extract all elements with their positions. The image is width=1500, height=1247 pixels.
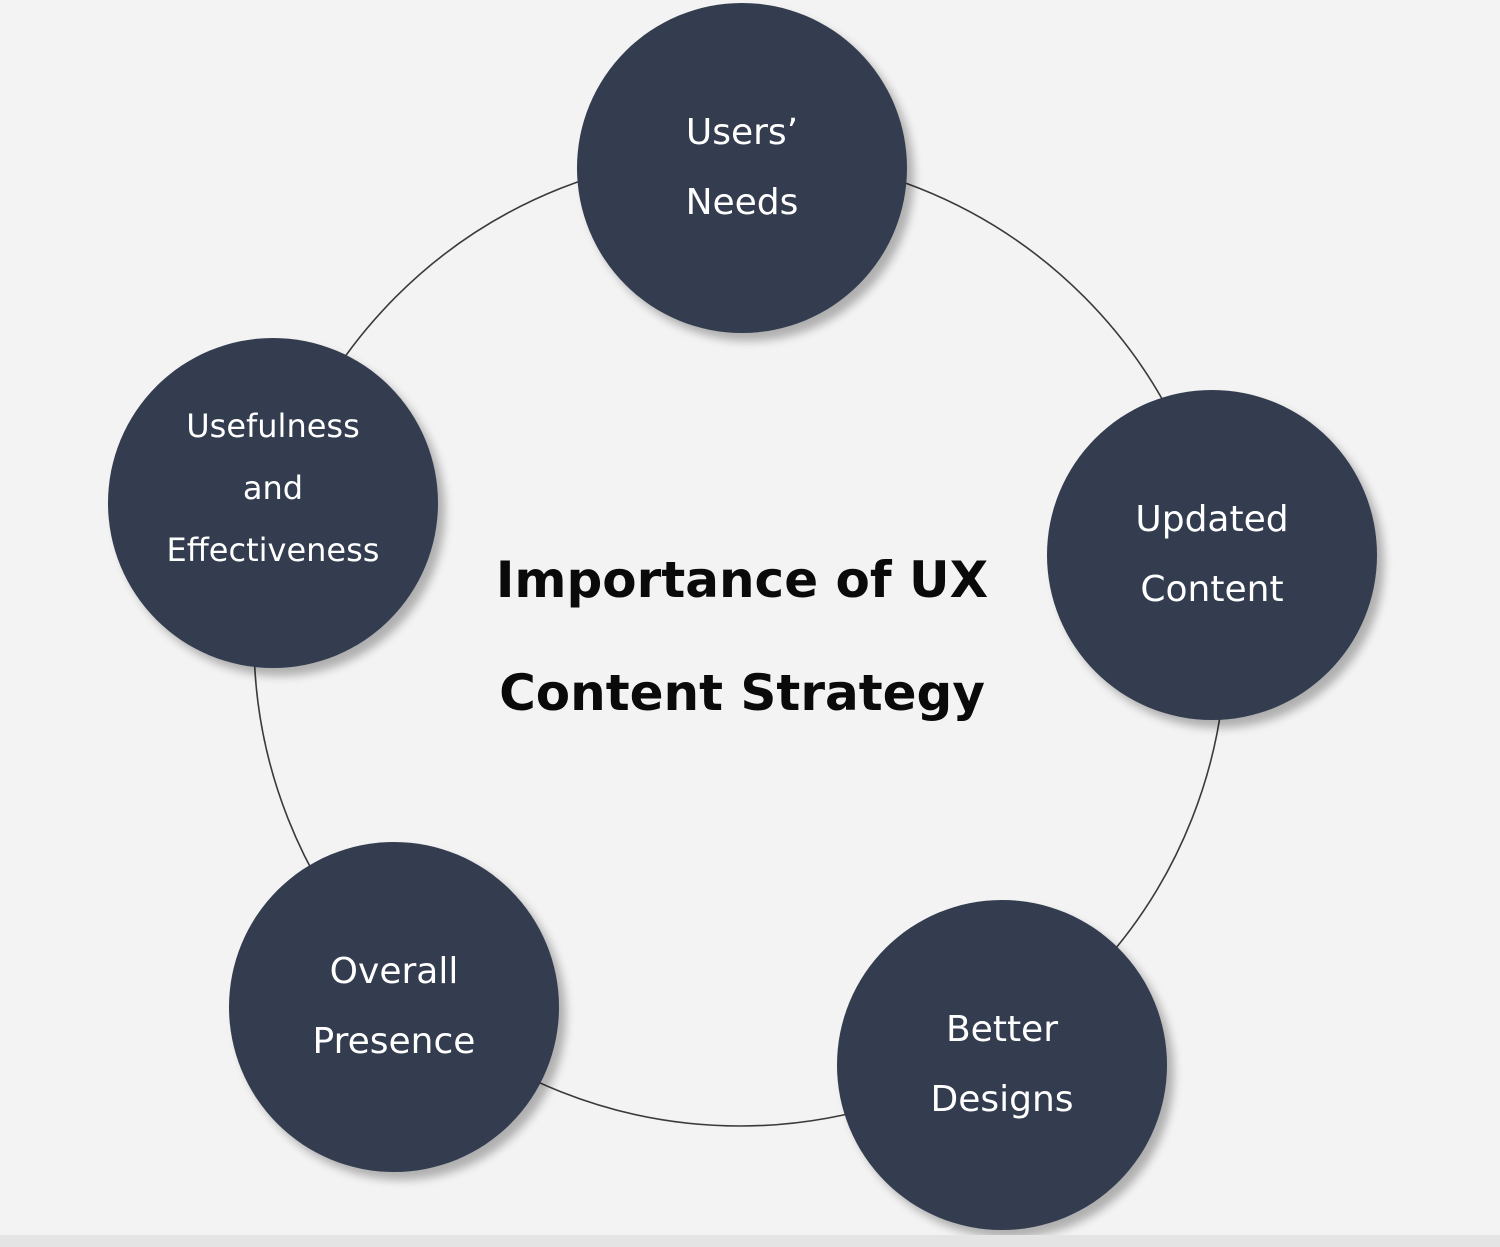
node-users-needs: Users’ Needs bbox=[577, 3, 907, 333]
node-better-designs-label: Better Designs bbox=[930, 1012, 1073, 1118]
node-usefulness-effectiveness-line-1: Usefulness bbox=[186, 407, 360, 445]
node-usefulness-effectiveness-line-3: Effectiveness bbox=[166, 531, 380, 569]
node-usefulness-effectiveness: Usefulness and Effectiveness bbox=[108, 338, 438, 668]
node-better-designs-line-1: Better bbox=[945, 1009, 1059, 1050]
node-updated-content-label: Updated Content bbox=[1135, 502, 1288, 608]
node-overall-presence-label: Overall Presence bbox=[313, 954, 476, 1060]
center-title-line-1: Importance of UX bbox=[495, 551, 989, 609]
node-overall-presence: Overall Presence bbox=[229, 842, 559, 1172]
node-users-needs-line-2: Needs bbox=[685, 182, 799, 223]
node-better-designs: Better Designs bbox=[837, 900, 1167, 1230]
center-title-line-2: Content Strategy bbox=[499, 664, 985, 722]
node-updated-content: Updated Content bbox=[1047, 390, 1377, 720]
node-updated-content-line-1: Updated bbox=[1135, 499, 1289, 540]
node-updated-content-line-2: Content bbox=[1140, 569, 1284, 610]
node-usefulness-effectiveness-label: Usefulness and Effectiveness bbox=[167, 410, 380, 596]
node-overall-presence-line-1: Overall bbox=[329, 951, 459, 992]
center-title: Importance of UX Content Strategy bbox=[462, 555, 1022, 718]
node-users-needs-line-1: Users’ bbox=[685, 112, 799, 153]
node-better-designs-line-2: Designs bbox=[930, 1079, 1074, 1120]
bottom-strip bbox=[0, 1235, 1500, 1247]
node-usefulness-effectiveness-line-2: and bbox=[242, 469, 304, 507]
node-users-needs-label: Users’ Needs bbox=[686, 115, 799, 221]
node-overall-presence-line-2: Presence bbox=[312, 1021, 476, 1062]
